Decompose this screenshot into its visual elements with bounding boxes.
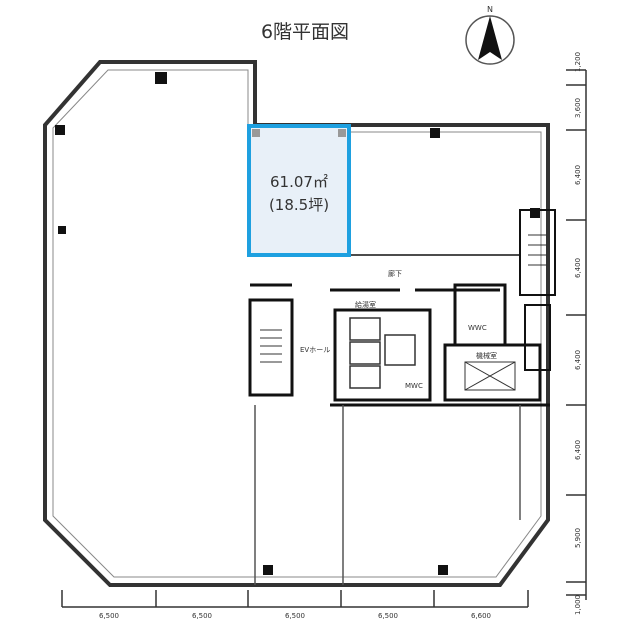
stair-icon (260, 234, 550, 363)
dim-bottom-3: 6,500 (285, 612, 305, 620)
dim-bottom-1: 6,500 (99, 612, 119, 620)
elevators (349, 317, 416, 389)
dim-bottom-5: 6,600 (471, 612, 491, 620)
dim-right-5: 6,400 (574, 350, 582, 370)
dim-right-6: 6,400 (574, 440, 582, 460)
room-kitchenette: 給湯室 (355, 300, 376, 309)
room-mwc: MWC (405, 382, 423, 390)
building-outline (43, 60, 550, 587)
dim-right-8: 1,000 (574, 595, 582, 615)
bottom-dimension-line (61, 590, 529, 608)
columns (55, 72, 540, 575)
unit-tsubo: (18.5坪) (269, 196, 329, 214)
room-corridor: 廊下 (388, 269, 402, 278)
dim-bottom-4: 6,500 (378, 612, 398, 620)
highlighted-unit[interactable] (247, 124, 351, 257)
room-machine: 機械室 (476, 351, 497, 360)
north-label: N (487, 5, 493, 14)
north-compass-icon: N (465, 5, 515, 65)
plan-title: 6階平面図 (261, 21, 349, 43)
dim-right-7: 5,900 (574, 528, 582, 548)
dim-right-2: 3,600 (574, 98, 582, 118)
dim-right-1: 1,200 (574, 52, 582, 72)
room-ev-hall: EVホール (300, 346, 330, 354)
room-wwc: WWC (468, 324, 487, 332)
machine-room-equipment (464, 361, 516, 391)
unit-area: 61.07㎡ (270, 173, 328, 191)
dim-bottom-2: 6,500 (192, 612, 212, 620)
right-dimension-line (566, 69, 587, 600)
dim-right-3: 6,400 (574, 165, 582, 185)
dim-right-4: 6,400 (574, 258, 582, 278)
partition-walls (254, 405, 521, 585)
